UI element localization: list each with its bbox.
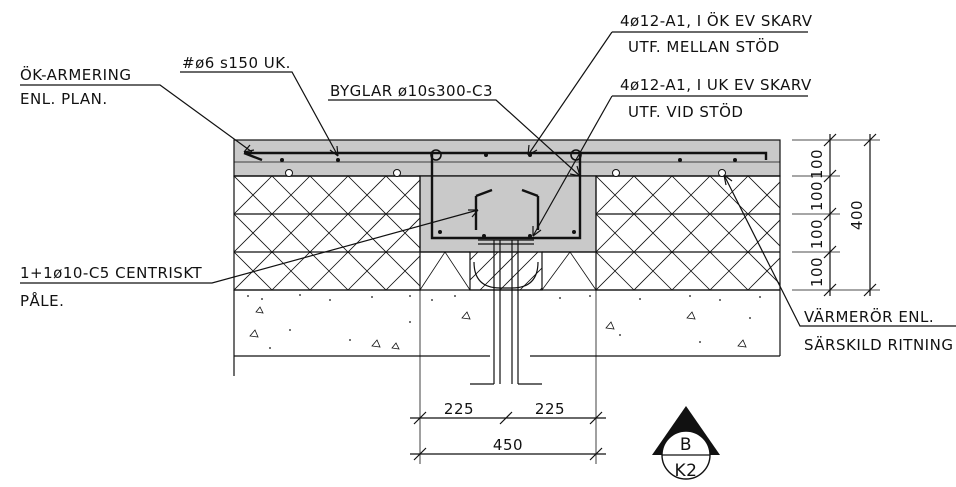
vertical-dimensions [792,133,880,297]
dim-h-left: 225 [444,400,474,418]
label-pile-bars: 1+1ø10-C5 CENTRISKT [20,264,202,282]
pile-head [469,251,543,291]
dim-v2: 100 [808,181,826,211]
label-pipes-drawing: SÄRSKILD RITNING [804,335,953,354]
label-bottom-bars: 4ø12-A1, I UK EV SKARV [620,76,812,94]
label-byglar: BYGLAR ø10s300-C3 [330,82,493,100]
section-marker [652,406,720,480]
label-top-bars-span: UTF. MELLAN STÖD [628,37,780,56]
label-pile: PÅLE. [20,291,64,310]
section-sheet: K2 [675,461,698,481]
concrete-topping [233,139,781,177]
insulation-right [595,175,781,291]
pile-steel [470,239,542,385]
dim-v4: 100 [808,257,826,287]
label-pipes: VÄRMERÖR ENL. [804,307,934,326]
label-ok-armering: ÖK-ARMERING [20,65,131,84]
section-letter: B [680,435,692,455]
dim-total-height: 400 [848,200,866,230]
dim-h-right: 225 [535,400,565,418]
label-mesh: #ø6 s150 UK. [182,54,291,72]
dim-v1: 100 [808,149,826,179]
dim-h-total: 450 [493,436,523,454]
label-top-bars: 4ø12-A1, I ÖK EV SKARV [620,11,813,30]
concrete-beam [419,175,597,253]
dim-v3: 100 [808,219,826,249]
label-ok-armering-plan: ENL. PLAN. [20,90,108,108]
label-bottom-bars-support: UTF. VID STÖD [628,102,743,121]
leader-lines [20,31,956,327]
ground-layer [233,289,781,376]
reinforcement [243,149,768,289]
horizontal-dimensions [410,290,606,464]
